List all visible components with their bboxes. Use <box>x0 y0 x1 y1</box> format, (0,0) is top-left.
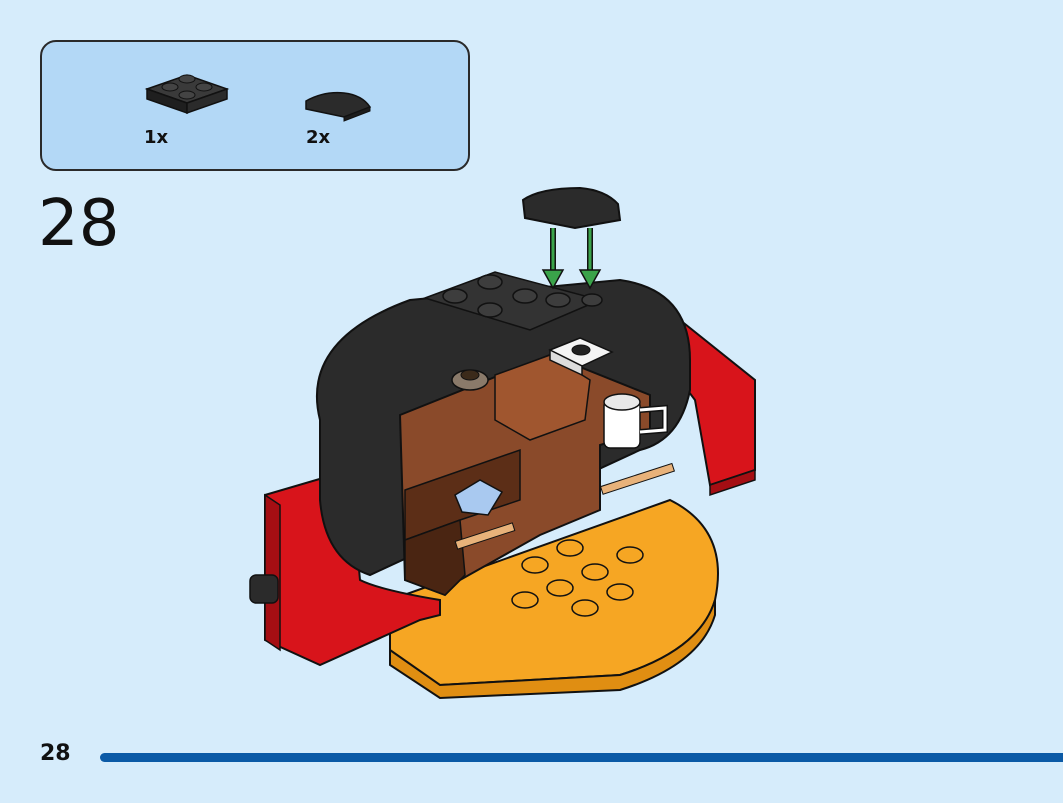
page-number: 28 <box>40 741 71 766</box>
page-progress-bar <box>100 753 1063 762</box>
curved-slope-incoming <box>521 186 622 230</box>
curved-slope-icon <box>305 91 372 122</box>
part-quantity: 1x <box>144 127 169 148</box>
plate-2x2-icon <box>144 74 230 115</box>
part-plate-2x2: 1x <box>142 67 242 148</box>
parts-callout: 1x 2x <box>40 40 470 171</box>
part-curved-slope: 2x <box>304 87 394 148</box>
placement-arrows-icon <box>541 228 602 290</box>
step-number: 28 <box>38 187 120 261</box>
lego-assembly-illustration <box>249 186 756 700</box>
part-quantity: 2x <box>306 127 331 148</box>
model-illustration <box>240 180 770 704</box>
